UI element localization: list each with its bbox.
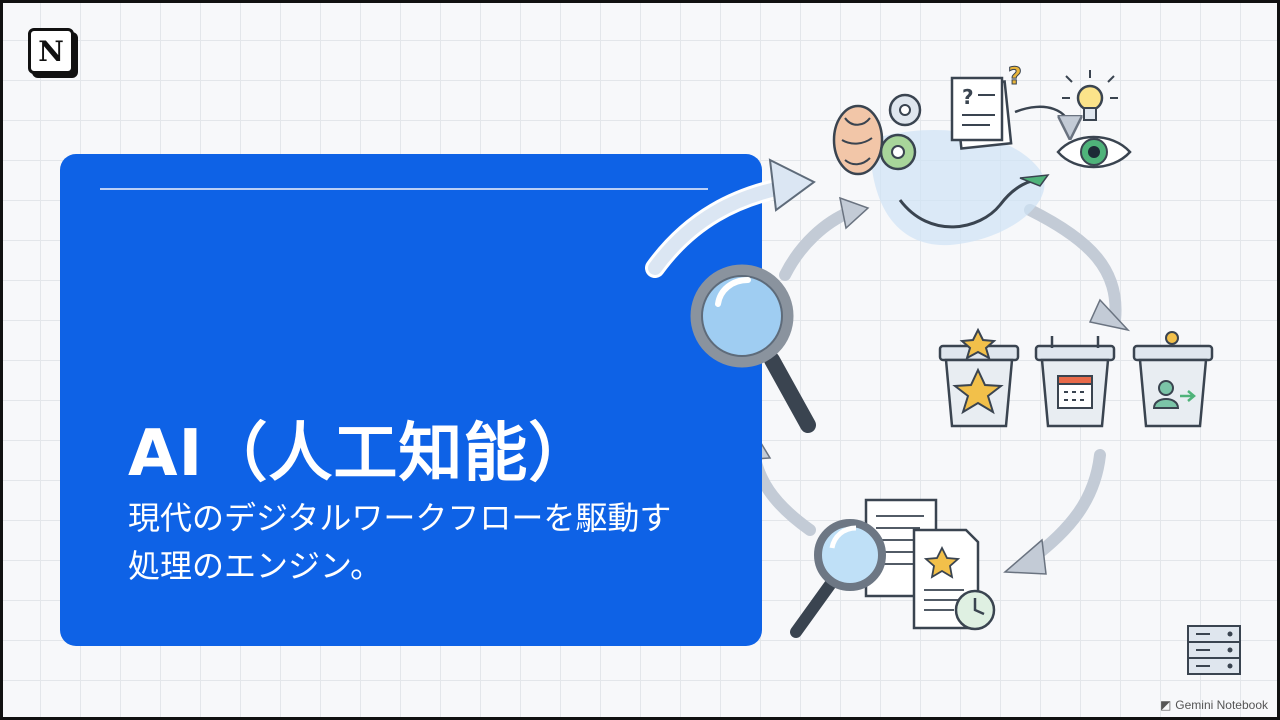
- bin-star-icon: [938, 327, 1020, 428]
- server-icon: [1187, 625, 1241, 675]
- gemini-notebook-icon: ◩: [1159, 698, 1172, 712]
- title-card: AI（人工知能） 現代のデジタルワークフローを駆動す 処理のエンジン。: [60, 154, 762, 646]
- cycle-arrow-right: [1024, 204, 1122, 326]
- cycle-arrow-top: [779, 206, 856, 281]
- subtitle-line: 現代のデジタルワークフローを駆動す: [128, 499, 672, 537]
- eye-icon: [1056, 135, 1132, 169]
- bin-calendar-icon: [1034, 336, 1116, 428]
- clock-icon: [954, 589, 996, 631]
- card-divider: [100, 188, 708, 190]
- notion-logo-icon: N: [28, 28, 74, 74]
- svg-text:?: ?: [1008, 62, 1022, 90]
- svg-text:?: ?: [962, 85, 974, 109]
- gear-icon: [879, 93, 922, 171]
- slide-title: AI（人工知能）: [128, 417, 594, 491]
- brain-icon: [832, 104, 884, 176]
- bin-user-icon: [1132, 331, 1214, 428]
- magnifying-glass-icon: [790, 519, 886, 638]
- watermark-label: Gemini Notebook: [1175, 698, 1268, 712]
- magnifying-glass-icon: [690, 264, 816, 433]
- lightbulb-icon: [1062, 70, 1118, 121]
- document-question-icon: ? ?: [950, 62, 1022, 150]
- sweep-arrow: [645, 158, 816, 278]
- subtitle-line: 処理のエンジン。: [128, 547, 383, 585]
- slide-subtitle: 現代のデジタルワークフローを駆動す 処理のエンジン。: [128, 494, 748, 590]
- watermark: ◩ Gemini Notebook: [1160, 698, 1268, 712]
